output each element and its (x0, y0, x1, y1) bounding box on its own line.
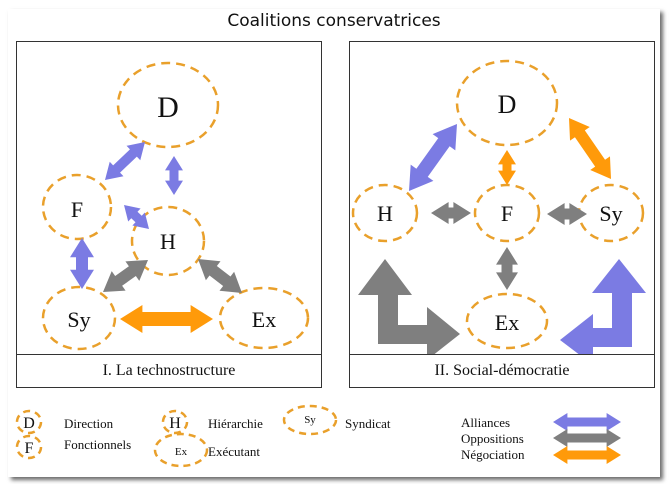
node-sy (41, 285, 117, 351)
arrow-d-h (409, 124, 457, 191)
legend-node-sy-marker (282, 404, 338, 436)
node-sy-label: Sy (599, 201, 622, 226)
node-ex-label: Ex (495, 310, 519, 335)
legend-label-fonctionnels: Fonctionnels (64, 437, 131, 452)
legend-node-sy-abbr: Sy (304, 414, 316, 426)
legend-node-h-marker (161, 409, 189, 435)
node-ex (218, 286, 310, 350)
arrow-f-sy (70, 238, 94, 289)
legend-label-hierarchie: Hiérarchie (208, 416, 263, 431)
arrow-sy-ex (120, 305, 213, 333)
legend-node-d-marker (15, 409, 43, 435)
panel-1-graph: D F H Sy Ex (41, 61, 310, 351)
arrow-d-f (105, 142, 145, 180)
legend-label-alliances: Alliances (461, 415, 510, 430)
node-ex-label: Ex (252, 307, 276, 332)
panel-2-graph: D H F Sy Ex (351, 59, 646, 354)
arrow-sy-ex-elbow (560, 259, 646, 354)
node-f-label: F (501, 201, 513, 226)
arrow-f-sy (547, 203, 587, 225)
legend-arrow-negotiation (553, 446, 621, 464)
node-f (41, 173, 113, 241)
legend-arrow-opposition (553, 429, 621, 447)
legend: D F H Ex Sy Direction Fonctionnels Hiéra… (15, 404, 621, 468)
arrow-h-ex (198, 259, 242, 293)
legend-label-oppositions: Oppositions (461, 431, 524, 446)
diagram-card: Coalitions conservatrices D F H Sy Ex I.… (8, 9, 660, 477)
legend-label-negociation: Négociation (461, 447, 525, 462)
legend-label-direction: Direction (64, 416, 114, 431)
legend-label-syndicat: Syndicat (345, 416, 391, 431)
arrow-sy-h (103, 260, 148, 292)
arrow-h-f (431, 202, 471, 224)
legend-node-h-abbr: H (169, 415, 181, 432)
legend-node-f-abbr: F (25, 440, 34, 457)
legend-label-executant: Exécutant (208, 444, 260, 459)
node-f-label: F (71, 197, 83, 222)
arrow-d-h (165, 156, 183, 195)
legend-node-ex-marker (153, 432, 209, 468)
legend-node-ex-abbr: Ex (175, 446, 188, 458)
legend-arrow-alliance (553, 413, 621, 431)
panel-1-caption: I. La technostructure (17, 354, 321, 387)
panel-2-caption: II. Social-démocratie (350, 354, 654, 387)
legend-node-d-abbr: D (23, 415, 35, 432)
node-h (130, 205, 206, 277)
arrow-f-h (124, 205, 149, 229)
node-d (116, 61, 220, 149)
panel-social-democratie: D H F Sy Ex II. Social-démocratie (349, 41, 655, 388)
node-h-label: H (377, 201, 393, 226)
arrow-f-ex (496, 247, 518, 290)
node-d (455, 59, 559, 147)
node-h (351, 183, 419, 243)
node-d-label: D (498, 90, 517, 119)
arrow-d-f (498, 150, 516, 185)
legend-node-f-marker (15, 434, 43, 460)
node-h-label: H (160, 229, 176, 254)
node-d-label: D (157, 91, 179, 124)
node-ex (465, 292, 549, 350)
panel-technostructure: D F H Sy Ex I. La technostructure (16, 41, 322, 388)
diagram-title: Coalitions conservatrices (227, 11, 441, 31)
arrow-h-ex-elbow (358, 259, 460, 354)
node-sy-label: Sy (67, 307, 90, 332)
arrow-d-sy (569, 118, 611, 179)
